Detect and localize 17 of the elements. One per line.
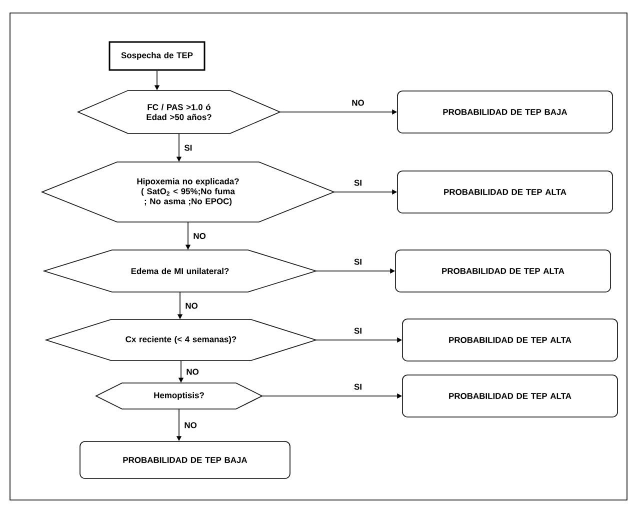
edge-label: NO: [192, 232, 207, 240]
edge-label: NO: [184, 302, 199, 310]
result-box: PROBABILIDAD DE TEP ALTA: [397, 170, 613, 214]
edge-label: NO: [183, 421, 198, 430]
result-box: PROBABILIDAD DE TEP ALTA: [402, 318, 618, 362]
result-box: PROBABILIDAD DE TEP BAJA: [397, 90, 613, 134]
edge-label: NO: [350, 98, 366, 107]
edge-label: NO: [185, 368, 200, 376]
result-box: PROBABILIDAD DE TEP ALTA: [402, 374, 618, 418]
result-box: PROBABILIDAD DE TEP BAJA: [80, 441, 290, 479]
edge-label: SI: [353, 382, 363, 391]
result-box: PROBABILIDAD DE TEP ALTA: [395, 250, 611, 292]
edge-label: SI: [353, 326, 363, 335]
start-box: Sospecha de TEP: [108, 41, 206, 71]
edge-label: SI: [353, 178, 363, 187]
edge-label: SI: [183, 144, 194, 152]
edge-label: SI: [353, 258, 363, 266]
